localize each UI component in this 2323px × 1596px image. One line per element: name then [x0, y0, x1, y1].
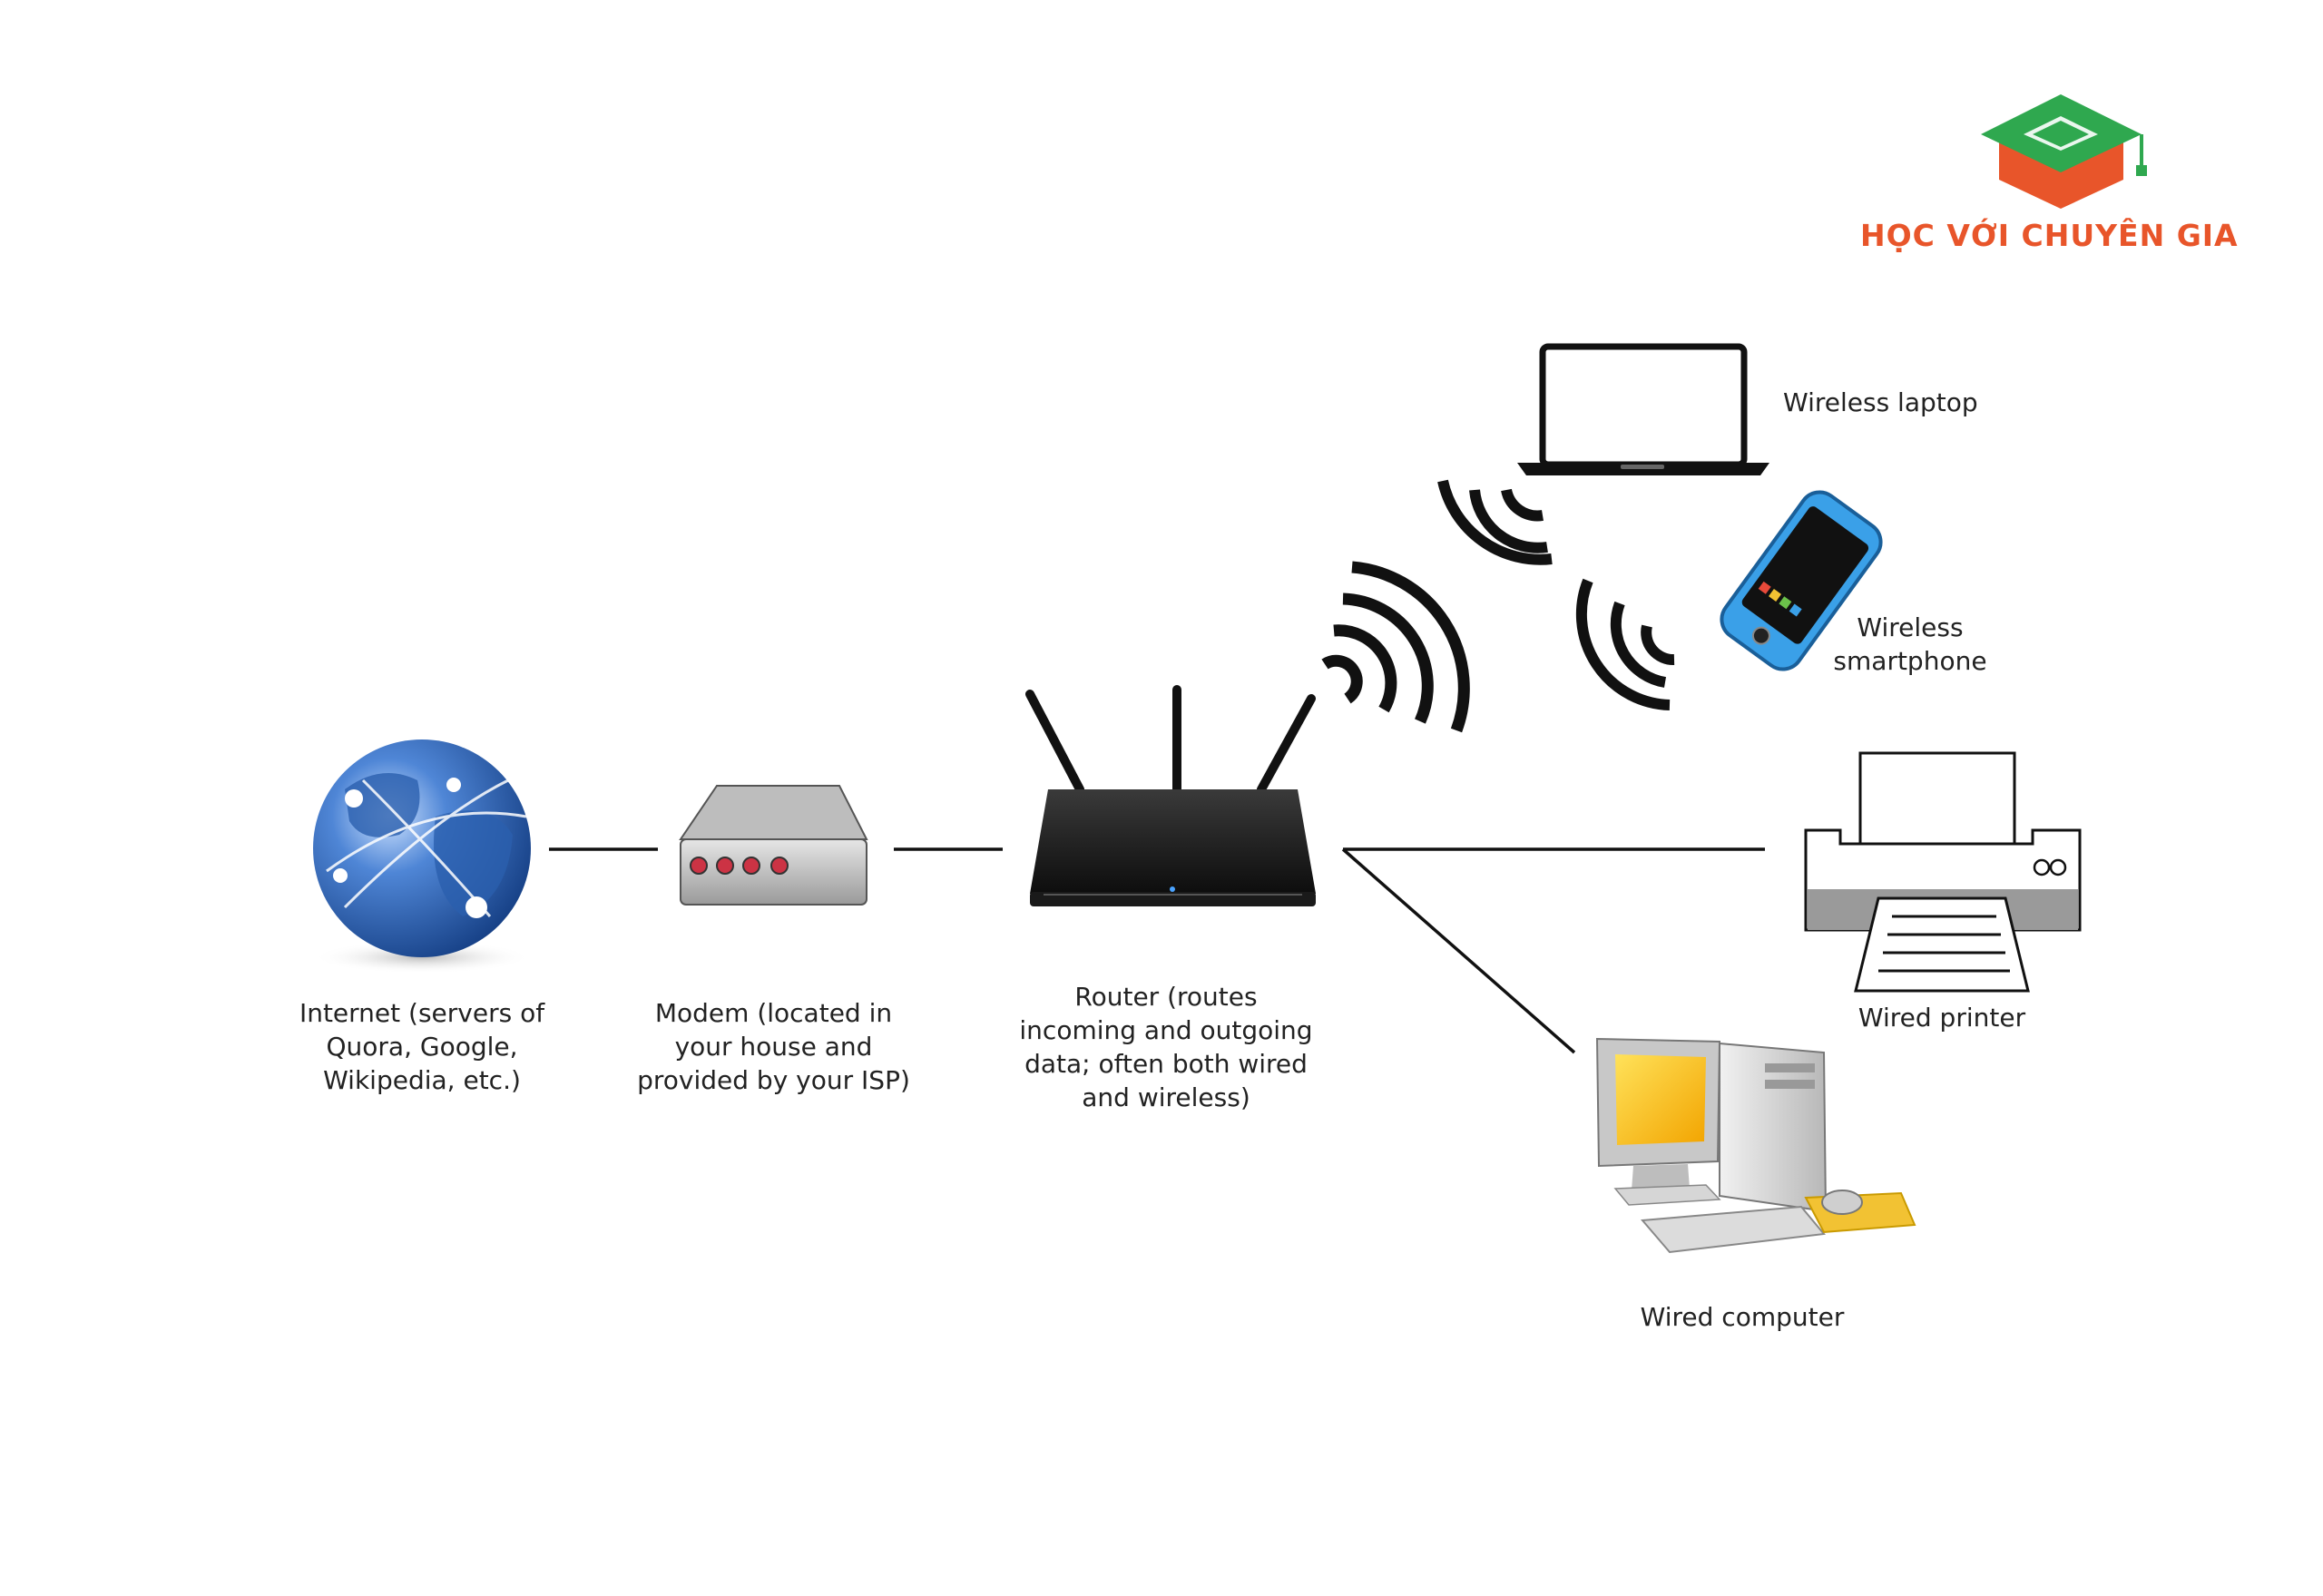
internet-label: Internet (servers of Quora, Google, Wiki… — [299, 998, 545, 1095]
laptop-icon — [1517, 343, 1769, 475]
computer-label: Wired computer — [1640, 1302, 1845, 1332]
phone-wifi-signal-icon — [1575, 578, 1675, 710]
logo — [1981, 94, 2147, 209]
modem-icon — [679, 785, 868, 906]
laptop-wifi-signal-icon — [1437, 479, 1553, 565]
laptop-label: Wireless laptop — [1783, 387, 1978, 417]
router-label: Router (routes incoming and outgoing dat… — [1019, 982, 1313, 1112]
computer-icon — [1595, 1037, 1916, 1254]
smartphone-label: Wireless smartphone — [1833, 612, 1987, 676]
smartphone-icon — [1720, 490, 1883, 671]
router-icon — [1025, 685, 1316, 906]
globe-icon — [313, 739, 531, 974]
printer-icon — [1804, 751, 2082, 993]
printer-label: Wired printer — [1857, 1003, 2026, 1033]
graduation-cap-icon — [1981, 94, 2147, 209]
wifi-signal-icon — [1321, 561, 1470, 733]
modem-label: Modem (located in your house and provide… — [637, 998, 910, 1095]
edge-router-computer — [1341, 847, 1576, 1054]
brand-name: HỌC VỚI CHUYÊN GIA — [1860, 218, 2239, 253]
wired-connections — [549, 847, 1765, 1054]
